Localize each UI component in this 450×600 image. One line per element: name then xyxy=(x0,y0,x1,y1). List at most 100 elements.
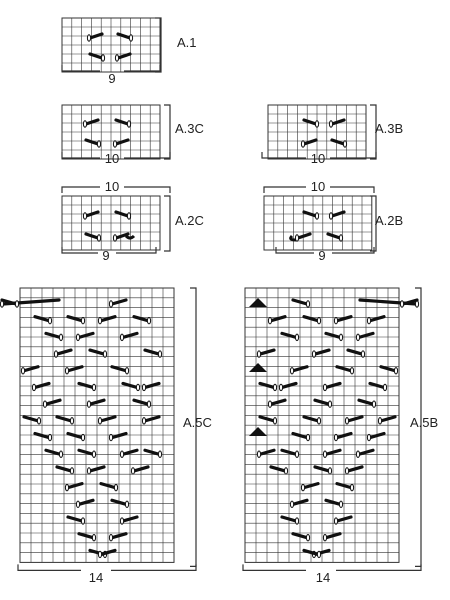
bobble-stitch-icon xyxy=(157,350,163,358)
bobble-stitch-icon xyxy=(75,500,81,509)
bobble-stitch-icon xyxy=(97,550,103,559)
stitch-bracket xyxy=(332,247,375,254)
bobble-stitch-icon xyxy=(113,483,119,492)
chart-a2c-label: A.2C xyxy=(175,213,204,228)
chart-a1-label: A.1 xyxy=(177,35,197,50)
bobble-stitch-icon xyxy=(47,433,53,442)
cable-stitch-icon xyxy=(33,381,51,390)
bobble-stitch-icon xyxy=(14,300,20,308)
bobble-stitch-icon xyxy=(349,367,355,375)
cable-stitch-icon xyxy=(88,398,106,406)
cable-stitch-icon xyxy=(302,210,318,218)
bobble-stitch-icon xyxy=(316,417,322,425)
bobble-stitch-icon xyxy=(283,467,289,475)
cable-stitch-icon xyxy=(33,315,51,323)
stitch-bracket xyxy=(263,186,306,193)
cable-stitch-icon xyxy=(77,381,95,390)
chart-a5c-label: A.5C xyxy=(183,415,212,430)
bobble-stitch-icon xyxy=(256,450,262,458)
cable-stitch-icon xyxy=(302,138,318,146)
cable-stitch-icon xyxy=(44,398,62,406)
cable-stitch-icon xyxy=(302,415,320,423)
cable-stitch-icon xyxy=(55,415,73,423)
bobble-stitch-icon xyxy=(349,483,355,492)
bobble-stitch-icon xyxy=(86,34,92,42)
bobble-stitch-icon xyxy=(64,483,70,492)
bobble-stitch-icon xyxy=(366,316,372,325)
bobble-stitch-icon xyxy=(328,120,334,128)
cable-stitch-icon xyxy=(302,118,318,126)
stitch-bracket xyxy=(61,152,100,159)
cable-stitch-icon xyxy=(368,381,386,390)
chart-a3c-label: A.3C xyxy=(175,121,204,136)
bobble-stitch-icon xyxy=(114,54,120,62)
cable-stitch-icon xyxy=(379,415,397,423)
cable-stitch-icon xyxy=(99,482,117,490)
bobble-stitch-icon xyxy=(355,450,361,458)
bobble-stitch-icon xyxy=(80,517,86,525)
bobble-stitch-icon xyxy=(36,417,42,425)
bobble-stitch-icon xyxy=(322,450,328,458)
cable-stitch-icon xyxy=(280,448,298,456)
chart-a2b-bottom-count: 9 xyxy=(318,248,325,263)
cable-stitch-icon xyxy=(291,498,309,506)
cable-stitch-icon xyxy=(313,398,331,406)
bobble-stitch-icon xyxy=(82,212,88,220)
bobble-stitch-icon xyxy=(100,54,106,62)
cable-stitch-icon xyxy=(291,431,309,440)
bobble-stitch-icon xyxy=(97,316,103,325)
cable-stitch-icon xyxy=(44,448,62,456)
cable-stitch-icon xyxy=(291,532,309,540)
bobble-stitch-icon xyxy=(294,234,300,242)
bobble-stitch-icon xyxy=(322,383,328,392)
cable-stitch-icon xyxy=(330,118,346,126)
bobble-stitch-icon xyxy=(289,500,295,509)
bobble-stitch-icon xyxy=(126,212,132,220)
cable-stitch-icon xyxy=(346,348,364,356)
chart-a2c xyxy=(61,186,171,254)
chart-a3c-bottom-count: 10 xyxy=(105,151,119,166)
cable-stitch-icon xyxy=(0,298,18,306)
bobble-stitch-icon xyxy=(108,534,114,542)
row-bracket xyxy=(415,287,422,568)
cable-stitch-icon xyxy=(114,118,130,126)
cable-stitch-icon xyxy=(143,415,161,423)
cable-stitch-icon xyxy=(88,32,104,40)
bobble-stitch-icon xyxy=(267,316,273,325)
bobble-stitch-icon xyxy=(58,333,64,342)
bobble-stitch-icon xyxy=(342,140,348,148)
stitch-bracket xyxy=(111,564,197,572)
bobble-stitch-icon xyxy=(91,383,97,392)
bobble-stitch-icon xyxy=(135,383,141,392)
cable-stitch-icon xyxy=(121,448,139,456)
cable-stitch-icon xyxy=(280,331,298,339)
bobble-stitch-icon xyxy=(338,333,344,342)
bobble-stitch-icon xyxy=(119,517,125,525)
cable-stitch-icon xyxy=(280,381,298,390)
cable-stitch-icon xyxy=(22,415,40,423)
bobble-stitch-icon xyxy=(42,400,48,408)
decrease-stitch-icon xyxy=(124,234,136,240)
cable-stitch-icon xyxy=(110,532,128,540)
cable-stitch-icon xyxy=(302,482,320,490)
bobble-stitch-icon xyxy=(393,367,399,375)
bobble-stitch-icon xyxy=(300,140,306,148)
cable-stitch-icon xyxy=(66,315,84,323)
cable-stitch-icon xyxy=(44,331,62,339)
cable-stitch-icon xyxy=(357,331,375,339)
cable-stitch-icon xyxy=(313,465,331,473)
bobble-stitch-icon xyxy=(294,450,300,458)
cable-stitch-icon xyxy=(335,515,353,523)
bobble-stitch-icon xyxy=(112,234,118,242)
bobble-stitch-icon xyxy=(360,350,366,358)
decrease-triangle-icon xyxy=(249,363,267,372)
bobble-stitch-icon xyxy=(91,450,97,458)
cable-stitch-icon xyxy=(357,448,375,456)
cable-stitch-icon xyxy=(77,331,95,339)
bobble-stitch-icon xyxy=(322,534,328,542)
chart-a2b-label: A.2B xyxy=(375,213,403,228)
bobble-stitch-icon xyxy=(327,400,333,408)
bobble-stitch-icon xyxy=(294,333,300,342)
cable-stitch-icon xyxy=(99,315,117,323)
cable-stitch-icon xyxy=(84,138,100,146)
